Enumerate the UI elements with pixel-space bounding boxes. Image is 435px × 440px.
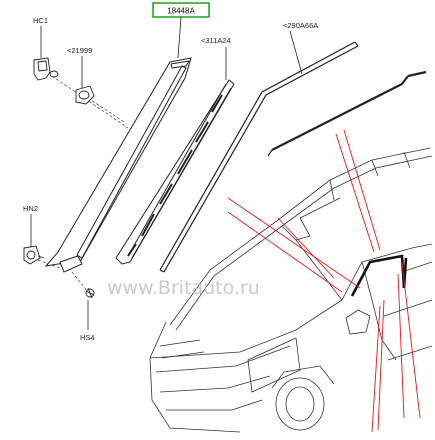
leader-lines [30, 16, 303, 330]
label-21999[interactable]: <21999 [67, 46, 92, 55]
label-18448A[interactable]: 18448A [167, 7, 195, 16]
label-HS4[interactable]: HS4 [80, 333, 95, 342]
roof-moulding [159, 41, 427, 273]
watermark: www.Britauto.ru [107, 277, 260, 299]
label-311A24[interactable]: <311A24 [201, 36, 231, 45]
label-HN2[interactable]: HN2 [23, 204, 38, 213]
a-pillar-trim [44, 57, 192, 273]
screw-HS4 [85, 287, 95, 299]
label-HC1[interactable]: HC1 [33, 16, 48, 25]
callout-lines [227, 129, 421, 433]
weatherstrip [115, 79, 235, 265]
clip-HN2 [23, 245, 45, 265]
vehicle-outline [149, 147, 433, 433]
clip-HC1 [33, 57, 59, 81]
clip-21999 [75, 85, 95, 105]
label-290A66A[interactable]: <290A66A [283, 21, 318, 30]
